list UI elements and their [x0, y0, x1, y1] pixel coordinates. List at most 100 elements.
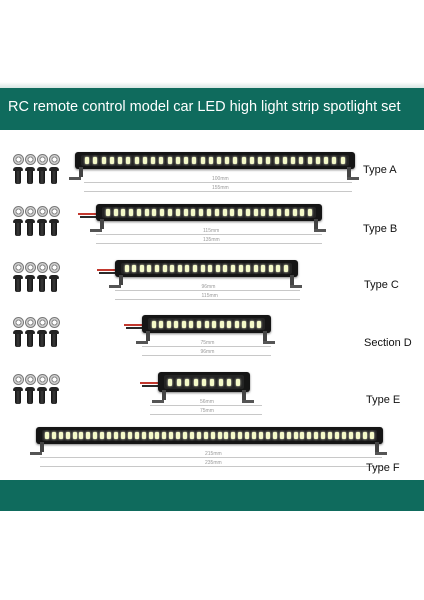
led-chip — [175, 157, 180, 164]
led-chip — [257, 320, 262, 328]
nut-icon — [13, 262, 24, 273]
screw-icon — [49, 275, 59, 292]
bar-housing — [75, 152, 355, 169]
led-chip — [286, 432, 291, 439]
led-chip — [65, 432, 70, 439]
screw-icon — [25, 330, 35, 347]
led-chip — [231, 432, 236, 439]
led-chip — [266, 157, 271, 164]
led-chip — [300, 209, 305, 216]
led-chip — [160, 209, 165, 216]
led-chip — [144, 209, 149, 216]
screw-icon — [37, 275, 47, 292]
led-chip — [152, 209, 157, 216]
led-chip — [196, 320, 201, 328]
led-chip — [183, 432, 188, 439]
led-chip — [141, 432, 146, 439]
dimension-label: 56mm — [200, 399, 214, 405]
led-chip — [224, 432, 229, 439]
led-chip — [261, 265, 266, 272]
led-chip — [93, 432, 98, 439]
nut-icon — [13, 206, 24, 217]
mount-foot — [290, 285, 302, 288]
bar-led-panel — [164, 375, 244, 389]
footer-banner — [0, 480, 424, 511]
led-chip — [132, 265, 137, 272]
screw-icon — [13, 167, 23, 184]
bar-housing — [96, 204, 322, 221]
led-chip — [210, 378, 215, 386]
led-light-bar — [75, 152, 355, 169]
nut-icon — [13, 317, 24, 328]
mount-foot — [314, 229, 326, 232]
mount-bracket — [162, 390, 166, 400]
led-light-bar — [142, 315, 271, 333]
led-chip — [185, 265, 190, 272]
dimension-line — [96, 234, 322, 235]
screw-icon — [49, 387, 59, 404]
led-chip — [276, 209, 281, 216]
led-chip — [300, 432, 305, 439]
led-light-bar — [158, 372, 250, 392]
led-chip — [292, 209, 297, 216]
screw-icon — [49, 330, 59, 347]
dimension-line — [96, 243, 322, 244]
led-chip — [134, 432, 139, 439]
led-chip — [147, 265, 152, 272]
led-chip — [217, 432, 222, 439]
led-chip — [168, 209, 173, 216]
led-chip — [293, 432, 298, 439]
bar-led-panel — [121, 263, 292, 274]
led-chip — [203, 432, 208, 439]
led-chip — [166, 320, 171, 328]
screw-icon — [37, 167, 47, 184]
mount-foot — [242, 400, 254, 403]
led-chip — [216, 157, 221, 164]
nut-icon — [37, 154, 48, 165]
led-chip — [341, 432, 346, 439]
led-chip — [126, 157, 131, 164]
led-chip — [162, 265, 167, 272]
led-chip — [121, 209, 126, 216]
dimension-label: 215mm — [205, 451, 222, 457]
led-chip — [279, 432, 284, 439]
dimension-label: 75mm — [200, 408, 214, 414]
led-chip — [191, 209, 196, 216]
led-chip — [362, 432, 367, 439]
screw-icon — [37, 219, 47, 236]
led-chip — [308, 209, 313, 216]
led-chip — [167, 157, 172, 164]
led-chip — [219, 320, 224, 328]
dimension-label: 115mm — [201, 293, 218, 299]
nut-icon — [37, 317, 48, 328]
bar-led-panel — [148, 318, 265, 330]
nut-icon — [25, 317, 36, 328]
mount-foot — [90, 229, 102, 232]
type-label: Type A — [363, 164, 397, 176]
led-chip — [340, 157, 345, 164]
led-chip — [252, 432, 257, 439]
led-chip — [315, 157, 320, 164]
led-chip — [159, 157, 164, 164]
led-chip — [235, 378, 240, 386]
led-chip — [118, 157, 123, 164]
mount-bracket — [375, 442, 379, 452]
led-chip — [129, 209, 134, 216]
led-chip — [105, 209, 110, 216]
led-chip — [204, 320, 209, 328]
screw-icon — [13, 330, 23, 347]
led-chip — [259, 432, 263, 439]
led-chip — [245, 209, 250, 216]
screw-icon — [25, 387, 35, 404]
led-chip — [272, 432, 277, 439]
nut-icon — [25, 206, 36, 217]
nut-icon — [13, 154, 24, 165]
led-chip — [233, 157, 238, 164]
led-chip — [299, 157, 304, 164]
led-chip — [307, 157, 312, 164]
led-chip — [113, 209, 118, 216]
led-chip — [238, 209, 243, 216]
dimension-label: 135mm — [203, 237, 220, 243]
page-title: RC remote control model car LED high lig… — [8, 99, 401, 115]
led-chip — [227, 320, 232, 328]
